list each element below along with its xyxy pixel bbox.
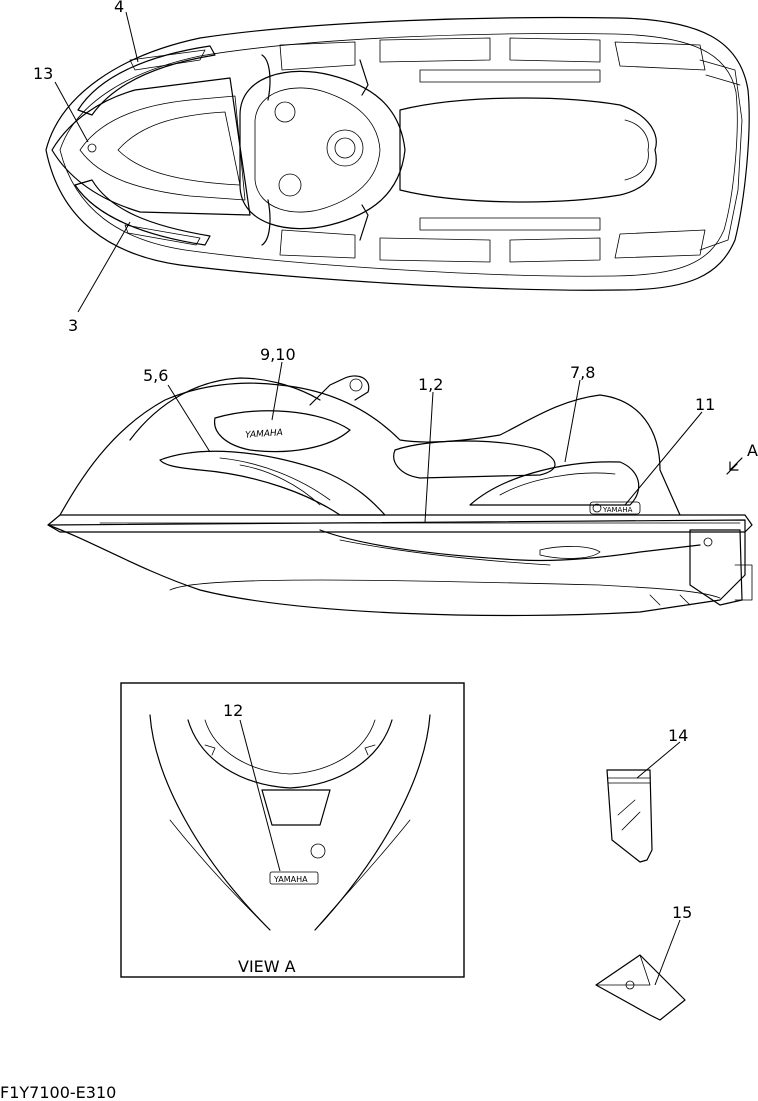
callout-1-2: 1,2 <box>418 375 443 394</box>
footwell-mats <box>279 37 706 263</box>
bow-badge-text: YAMAHA <box>273 875 308 884</box>
view-a-frame: YAMAHA VIEW A <box>120 682 465 978</box>
part-14-decal-sheet <box>606 769 653 863</box>
leader-lines <box>54 11 703 986</box>
callout-14: 14 <box>668 726 688 745</box>
callout-12: 12 <box>223 701 243 720</box>
callout-3: 3 <box>68 316 78 335</box>
callout-13: 13 <box>33 64 53 83</box>
transom-logo-decal: YAMAHA <box>602 506 633 514</box>
callout-11: 11 <box>695 395 715 414</box>
callout-9-10: 9,10 <box>260 345 296 364</box>
callout-7-8: 7,8 <box>570 363 595 382</box>
part-15-manual-pouch <box>595 954 686 1021</box>
callout-15: 15 <box>672 903 692 922</box>
drawing-code: F1Y7100-E310 <box>0 1083 116 1101</box>
view-a-arrow: A <box>726 441 758 475</box>
view-a-caption: VIEW A <box>238 957 296 976</box>
callout-4: 4 <box>114 0 124 16</box>
top-view-hull <box>45 16 750 291</box>
arrow-a-label: A <box>747 441 758 460</box>
callout-labels: 4 13 3 9,10 5,6 1,2 7,8 11 12 14 15 <box>33 0 715 922</box>
callout-5-6: 5,6 <box>143 366 168 385</box>
side-logo-decal: YAMAHA <box>245 428 283 441</box>
side-view-hull: YAMAHA YAMAHA <box>47 375 753 617</box>
